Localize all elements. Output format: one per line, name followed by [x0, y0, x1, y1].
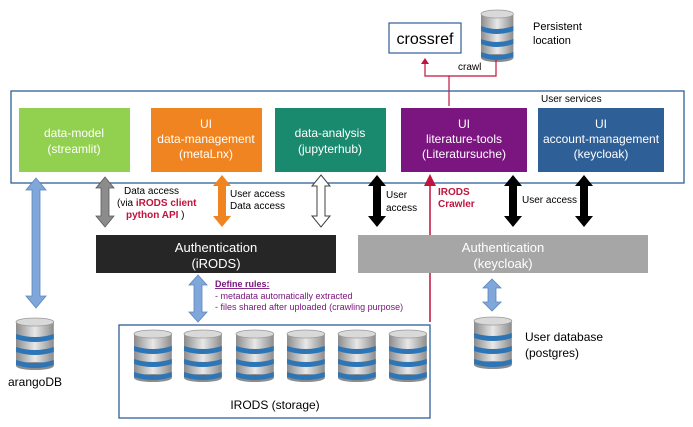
account-management-double-arrow-left	[504, 175, 522, 227]
authentication-keycloak-line2: (keycloak)	[473, 256, 532, 271]
service-data-management	[151, 108, 262, 172]
service-data-analysis-line1: data-analysis	[295, 126, 366, 140]
service-account-management	[538, 108, 664, 172]
service-account-management-line0: UI	[595, 117, 607, 131]
authentication-keycloak-line1: Authentication	[462, 240, 544, 255]
irods-crawler-line1: IRODS	[438, 187, 470, 198]
service-literature-tools-line1: literature-tools	[426, 132, 502, 146]
define-rules-title: Define rules:	[215, 279, 270, 289]
authentication-irods-line1: Authentication	[175, 240, 257, 255]
define-rules-item-1: - metadata automatically extracted	[215, 291, 353, 301]
irods-crawler-line2: Crawler	[438, 199, 475, 210]
storage-db-icon-5	[337, 329, 377, 383]
service-data-analysis-line2: (jupyterhub)	[298, 142, 362, 156]
authentication-irods-box	[96, 235, 336, 273]
user-data-access-line1: User access	[230, 189, 285, 200]
user-database-line2: (postgres)	[525, 346, 579, 360]
user-access-left-line2: access	[386, 203, 417, 214]
user-database-line1: User database	[525, 330, 603, 344]
storage-db-icon-3	[235, 329, 275, 383]
storage-db-icon-1	[133, 329, 173, 383]
account-management-double-arrow-right	[575, 175, 593, 227]
define-rules-item-2: - files shared after uploaded (crawling …	[215, 302, 403, 312]
storage-db-icon-2	[183, 329, 223, 383]
data-access-double-arrow	[95, 176, 115, 228]
service-account-management-line1: account-management	[543, 132, 660, 146]
crawl-connector-left	[424, 64, 449, 77]
user-services-frame	[10, 90, 685, 184]
user-database-db-icon	[473, 316, 513, 370]
data-management-double-arrow	[213, 175, 231, 227]
crawl-label: crawl	[458, 62, 481, 73]
storage-db-icon-6	[388, 329, 428, 383]
user-access-left-line1: User	[386, 190, 408, 201]
service-data-model-line1: data-model	[44, 126, 104, 140]
persistent-location-line1: Persistent	[533, 21, 582, 33]
arangodb-double-arrow	[25, 177, 47, 309]
service-data-management-line2: (metaLnx)	[179, 147, 233, 161]
data-analysis-double-arrow	[310, 174, 332, 228]
service-data-management-line0: UI	[200, 117, 212, 131]
service-data-model	[19, 108, 130, 172]
authentication-irods-line2: (iRODS)	[191, 256, 240, 271]
authentication-keycloak-box	[358, 235, 648, 273]
crossref-label: crossref	[397, 31, 454, 48]
service-data-model-line2: (streamlit)	[47, 142, 100, 156]
user-data-access-line2: Data access	[230, 201, 285, 212]
arangodb-label: arangoDB	[8, 375, 62, 389]
service-literature-tools	[401, 108, 527, 172]
service-data-analysis	[275, 108, 386, 172]
crawl-arrowhead-left	[421, 58, 429, 64]
user-db-double-arrow	[482, 278, 502, 312]
data-access-line1: Data access	[124, 186, 179, 197]
service-data-management-line1: data-management	[157, 132, 255, 146]
service-literature-tools-line2: (Literatursuche)	[422, 147, 506, 161]
irods-storage-double-arrow	[188, 274, 208, 323]
service-literature-tools-line0: UI	[458, 117, 470, 131]
storage-db-icon-4	[286, 329, 326, 383]
literature-tools-double-arrow	[368, 175, 386, 227]
data-access-line2: (via iRODS client	[117, 198, 197, 209]
user-services-label: User services	[541, 94, 602, 105]
service-account-management-line2: (keycloak)	[574, 147, 629, 161]
persistent-location-line2: location	[533, 35, 571, 47]
data-access-line3: python API )	[126, 210, 185, 221]
arangodb-db-icon	[15, 317, 55, 371]
persistent-location-db-icon	[480, 9, 514, 63]
irods-storage-label: IRODS (storage)	[230, 398, 319, 412]
user-access-right: User access	[522, 195, 577, 206]
crossref-box	[388, 22, 462, 54]
